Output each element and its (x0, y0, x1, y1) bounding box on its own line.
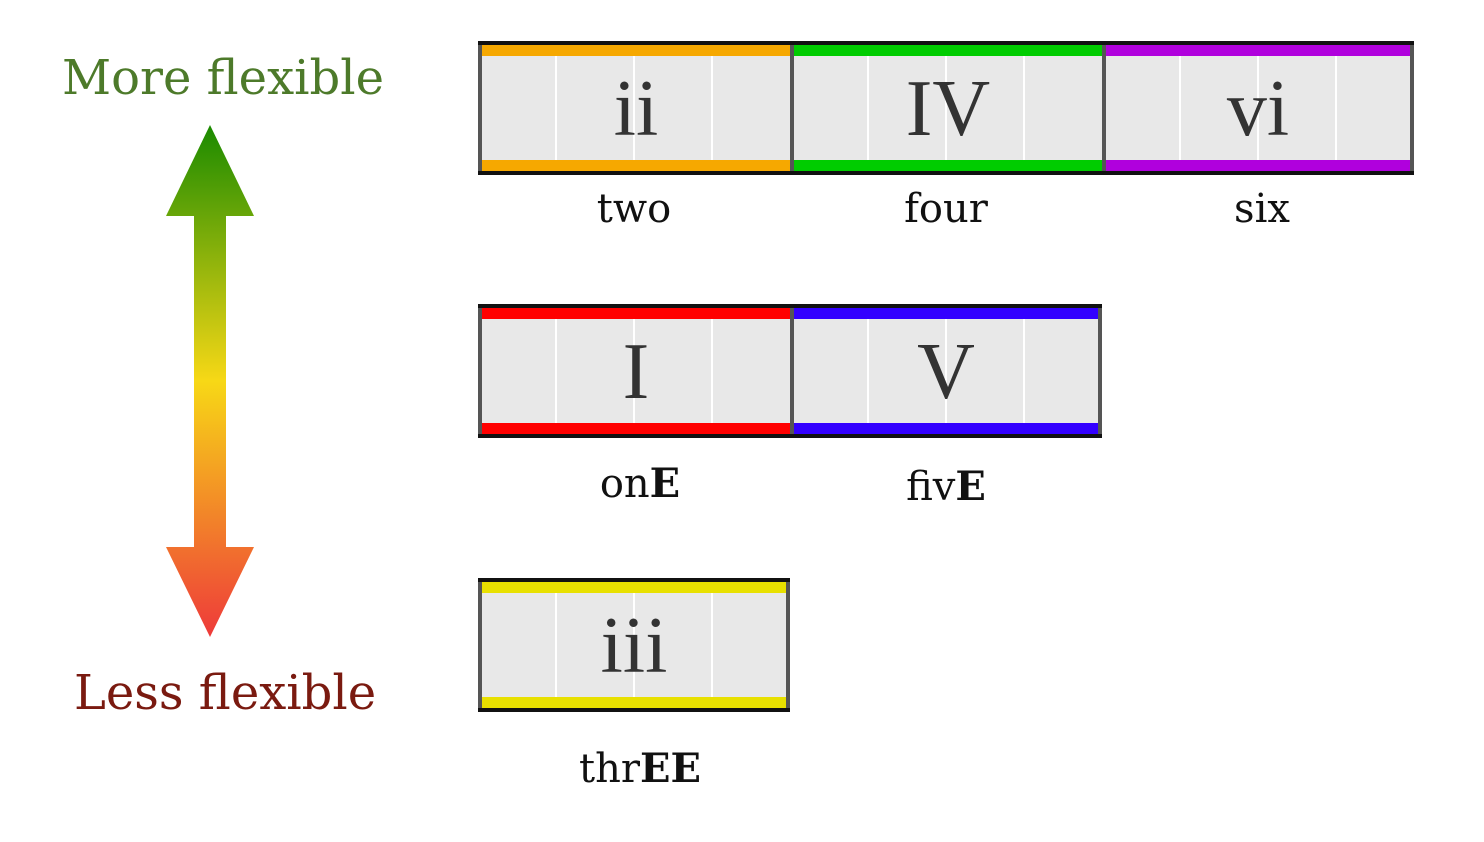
chord-name-three: thrEE (579, 745, 701, 792)
beat-divider (711, 45, 713, 171)
chord-name-six: six (1234, 186, 1290, 232)
chord-numeral: vi (1226, 65, 1290, 153)
chord-color-band (482, 45, 790, 56)
chord-block-vi: vi (1102, 45, 1414, 171)
beat-divider (867, 308, 869, 434)
chord-color-band (482, 160, 790, 171)
chord-name-one: onE (599, 460, 681, 507)
chord-block-iv: IV (790, 45, 1102, 171)
chord-row-rigid: iii (478, 578, 790, 712)
chord-name-five: fivE (906, 463, 986, 510)
chord-numeral: IV (905, 65, 991, 153)
beat-divider (1023, 45, 1025, 171)
chord-block-i: I (478, 308, 790, 434)
beat-divider (1179, 45, 1181, 171)
chord-color-band (482, 697, 786, 708)
beat-divider (1257, 45, 1259, 171)
less-flexible-label: Less flexible (74, 665, 377, 721)
beat-divider (555, 308, 557, 434)
beat-divider (945, 308, 947, 434)
chord-numeral: I (622, 328, 650, 416)
chord-color-band (794, 160, 1102, 171)
beat-divider (1023, 308, 1025, 434)
chord-row-moderate: I V (478, 304, 1102, 438)
beat-divider (711, 308, 713, 434)
chord-color-band (1106, 45, 1410, 56)
beat-divider (1335, 45, 1337, 171)
chord-color-band (482, 582, 786, 593)
beat-divider (633, 45, 635, 171)
chord-color-band (794, 45, 1102, 56)
more-flexible-label: More flexible (62, 50, 384, 106)
beat-divider (633, 582, 635, 708)
chord-block-ii: ii (478, 45, 790, 171)
chord-color-band (482, 423, 790, 434)
beat-divider (633, 308, 635, 434)
beat-divider (555, 582, 557, 708)
chord-color-band (794, 423, 1098, 434)
chord-name-four: four (904, 186, 988, 232)
flexibility-double-arrow-icon (166, 125, 254, 637)
beat-divider (711, 582, 713, 708)
chord-block-iii: iii (478, 582, 790, 708)
chord-name-two: two (596, 186, 672, 232)
beat-divider (867, 45, 869, 171)
beat-divider (555, 45, 557, 171)
chord-numeral: iii (600, 602, 668, 690)
chord-numeral: V (917, 328, 975, 416)
chord-numeral: ii (613, 65, 659, 153)
chord-color-band (1106, 160, 1410, 171)
chord-row-flexible: ii IV vi (478, 41, 1414, 175)
chord-color-band (794, 308, 1098, 319)
chord-block-v: V (790, 308, 1102, 434)
beat-divider (945, 45, 947, 171)
chord-color-band (482, 308, 790, 319)
